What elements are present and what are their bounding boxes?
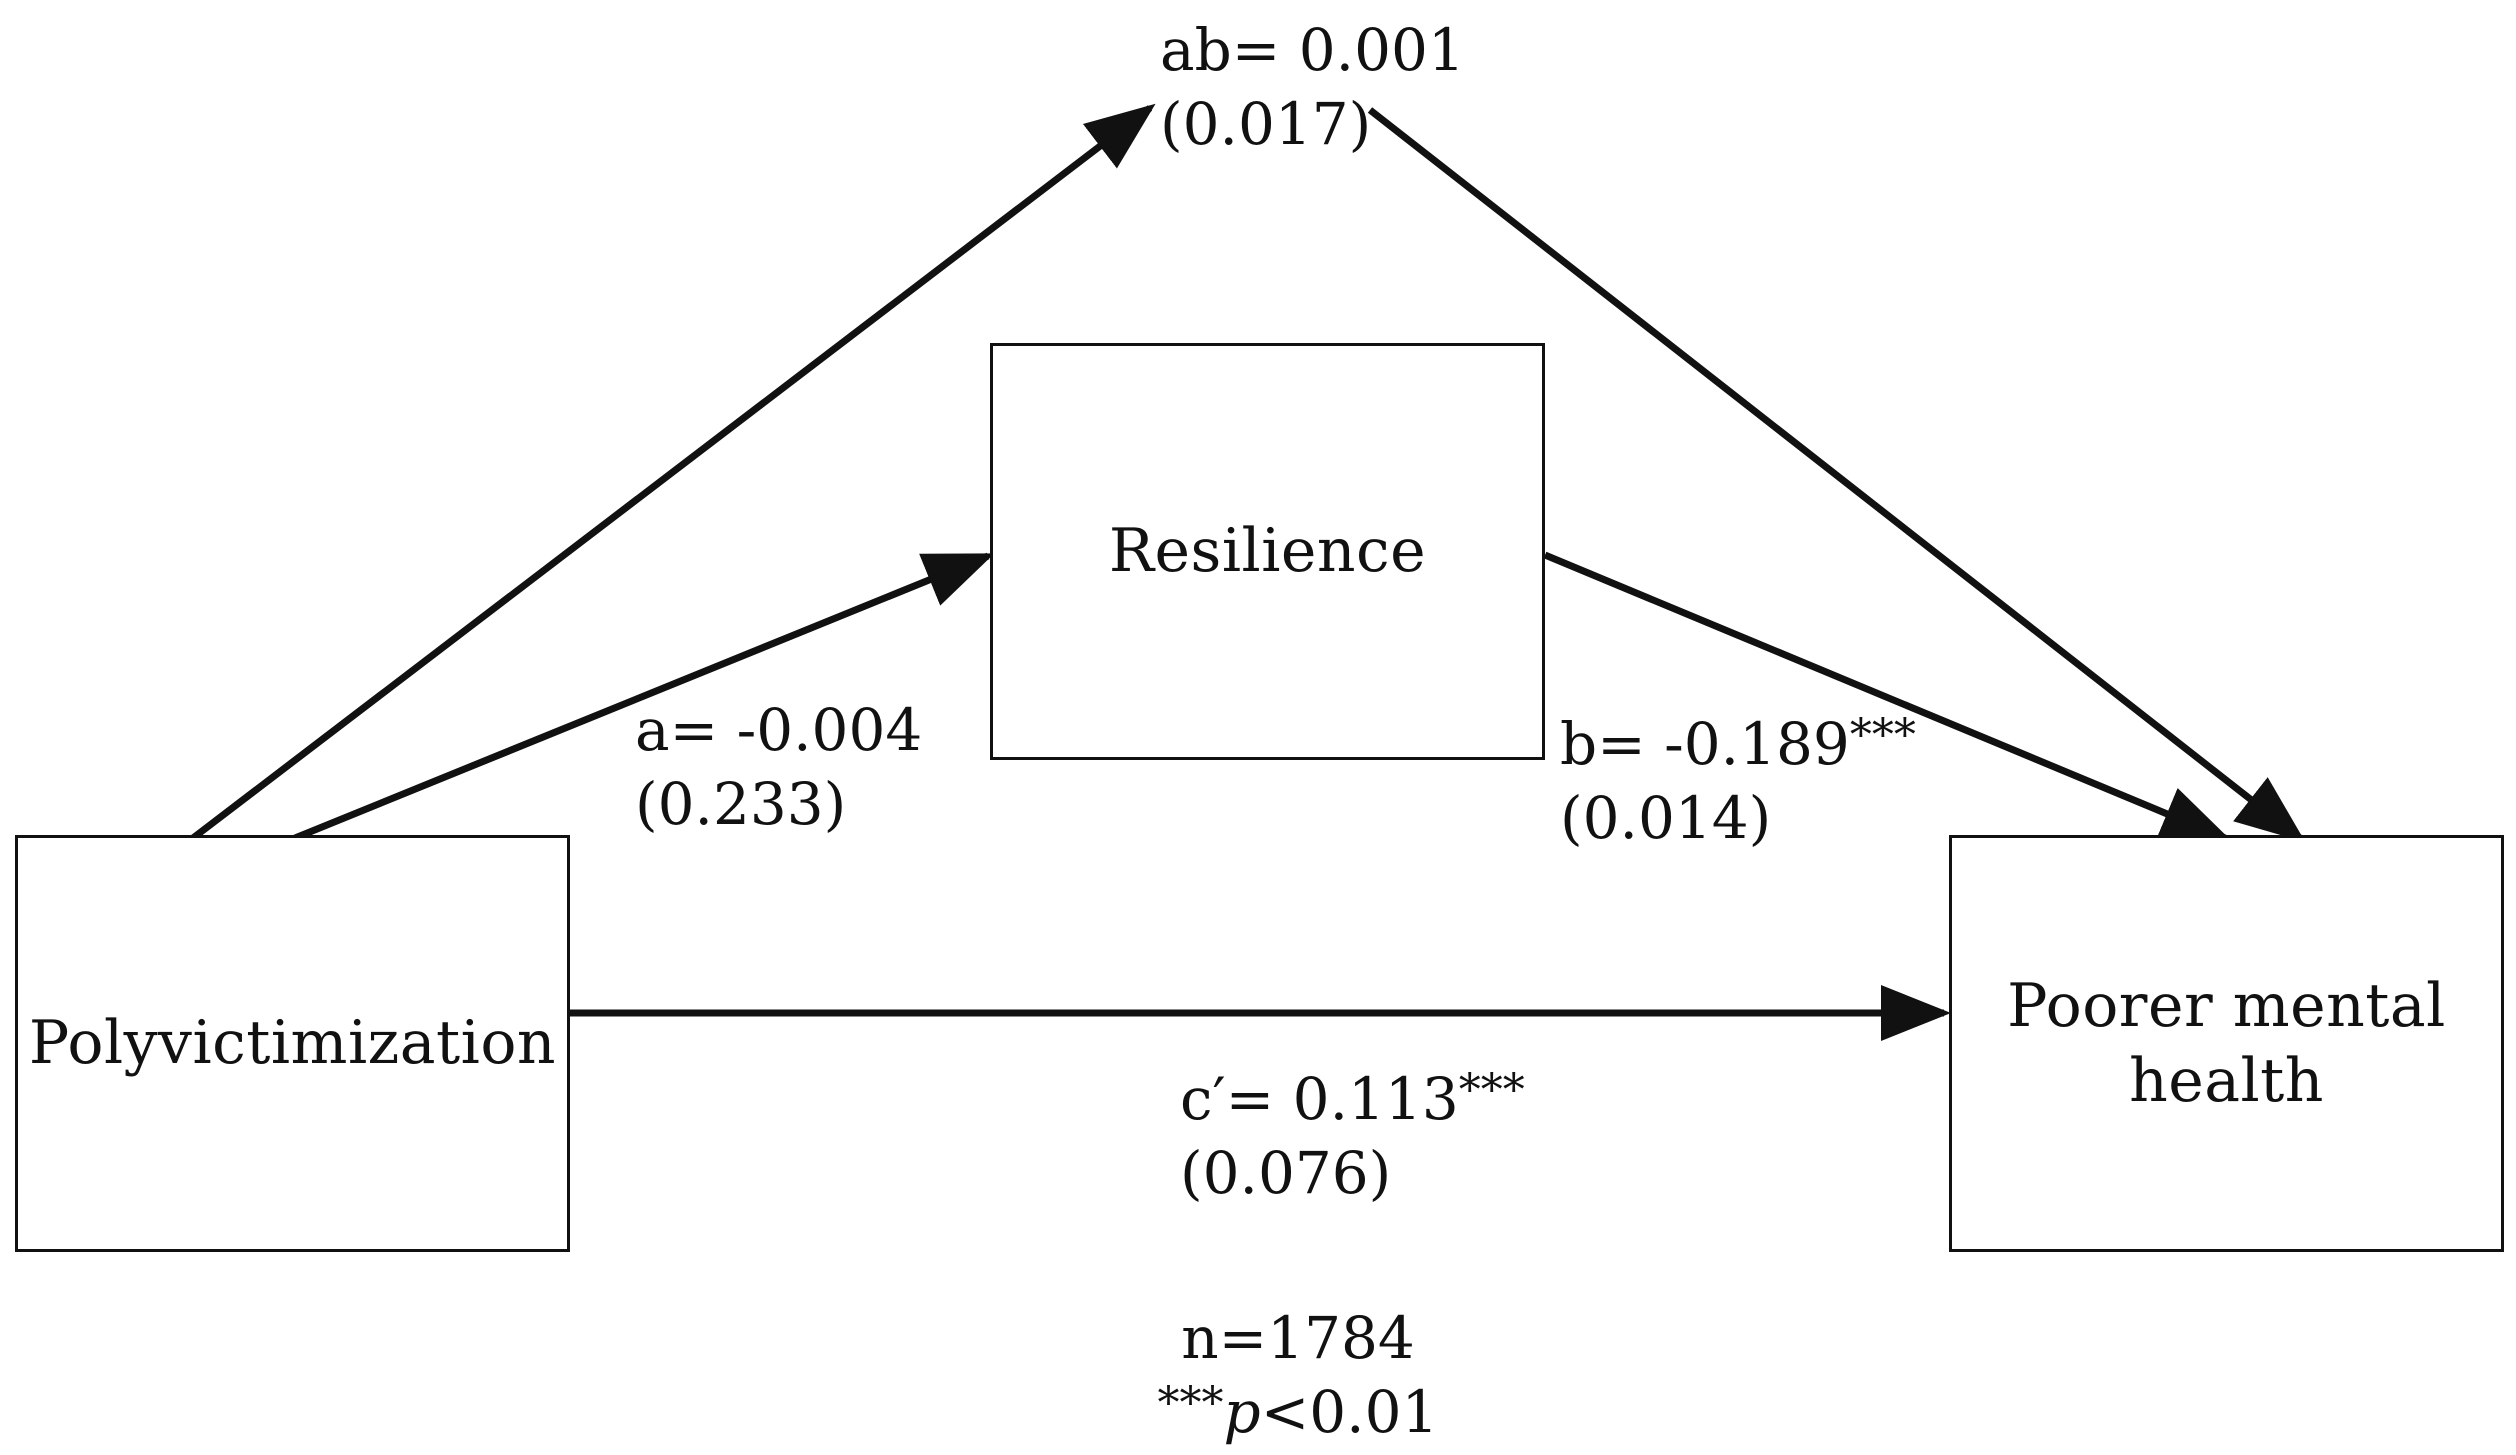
path-ab-coefficient: ab= 0.001 <box>1160 16 1465 84</box>
node-polyvictimization: Polyvictimization <box>15 835 570 1252</box>
significance-p: p <box>1223 1377 1261 1446</box>
path-a-label: a= -0.004 (0.233) <box>635 694 922 841</box>
significance-note: ***p<0.01 <box>1058 1376 1538 1450</box>
path-c-prime-coefficient-line: c′= 0.113*** <box>1180 1063 1525 1137</box>
node-resilience: Resilience <box>990 343 1545 760</box>
sample-note: n=1784 ***p<0.01 <box>1058 1302 1538 1449</box>
significance-threshold: <0.01 <box>1260 1377 1439 1446</box>
sample-size: n=1784 <box>1181 1304 1415 1372</box>
node-polyvictimization-label: Polyvictimization <box>28 1008 557 1078</box>
path-ab-label: ab= 0.001 (0.017) <box>1160 14 1465 161</box>
arrow-polyvictimization-to-ab <box>190 103 1156 841</box>
arrow-polyvictimization-to-resilience <box>293 552 995 842</box>
path-b-coefficient: b= -0.189 <box>1560 710 1850 778</box>
path-a-standard-error: (0.233) <box>635 769 847 838</box>
path-ab-standard-error: (0.017) <box>1160 89 1372 158</box>
path-c-prime-label: c′= 0.113*** (0.076) <box>1180 1063 1525 1210</box>
path-b-coefficient-line: b= -0.189*** <box>1560 708 1916 782</box>
path-b-label: b= -0.189*** (0.014) <box>1560 708 1916 855</box>
path-a-coefficient: a= -0.004 <box>635 696 923 764</box>
significance-stars: *** <box>1157 1377 1224 1429</box>
path-b-standard-error: (0.014) <box>1560 783 1772 852</box>
path-b-significance: *** <box>1849 710 1916 761</box>
path-c-prime-coefficient: c′= 0.113 <box>1180 1065 1459 1133</box>
path-c-prime-significance: *** <box>1458 1065 1525 1116</box>
node-outcome-line-1: Poorer mental <box>2007 970 2446 1041</box>
arrow-resilience-to-outcome <box>1543 551 2232 842</box>
node-poorer-mental-health-label: Poorer mental health <box>2007 969 2446 1119</box>
node-resilience-label: Resilience <box>1108 516 1427 586</box>
arrow-ab-to-outcome <box>1367 107 2306 843</box>
node-poorer-mental-health: Poorer mental health <box>1949 835 2504 1252</box>
path-c-prime-standard-error: (0.076) <box>1180 1138 1392 1207</box>
node-outcome-line-2: health <box>2129 1045 2324 1116</box>
